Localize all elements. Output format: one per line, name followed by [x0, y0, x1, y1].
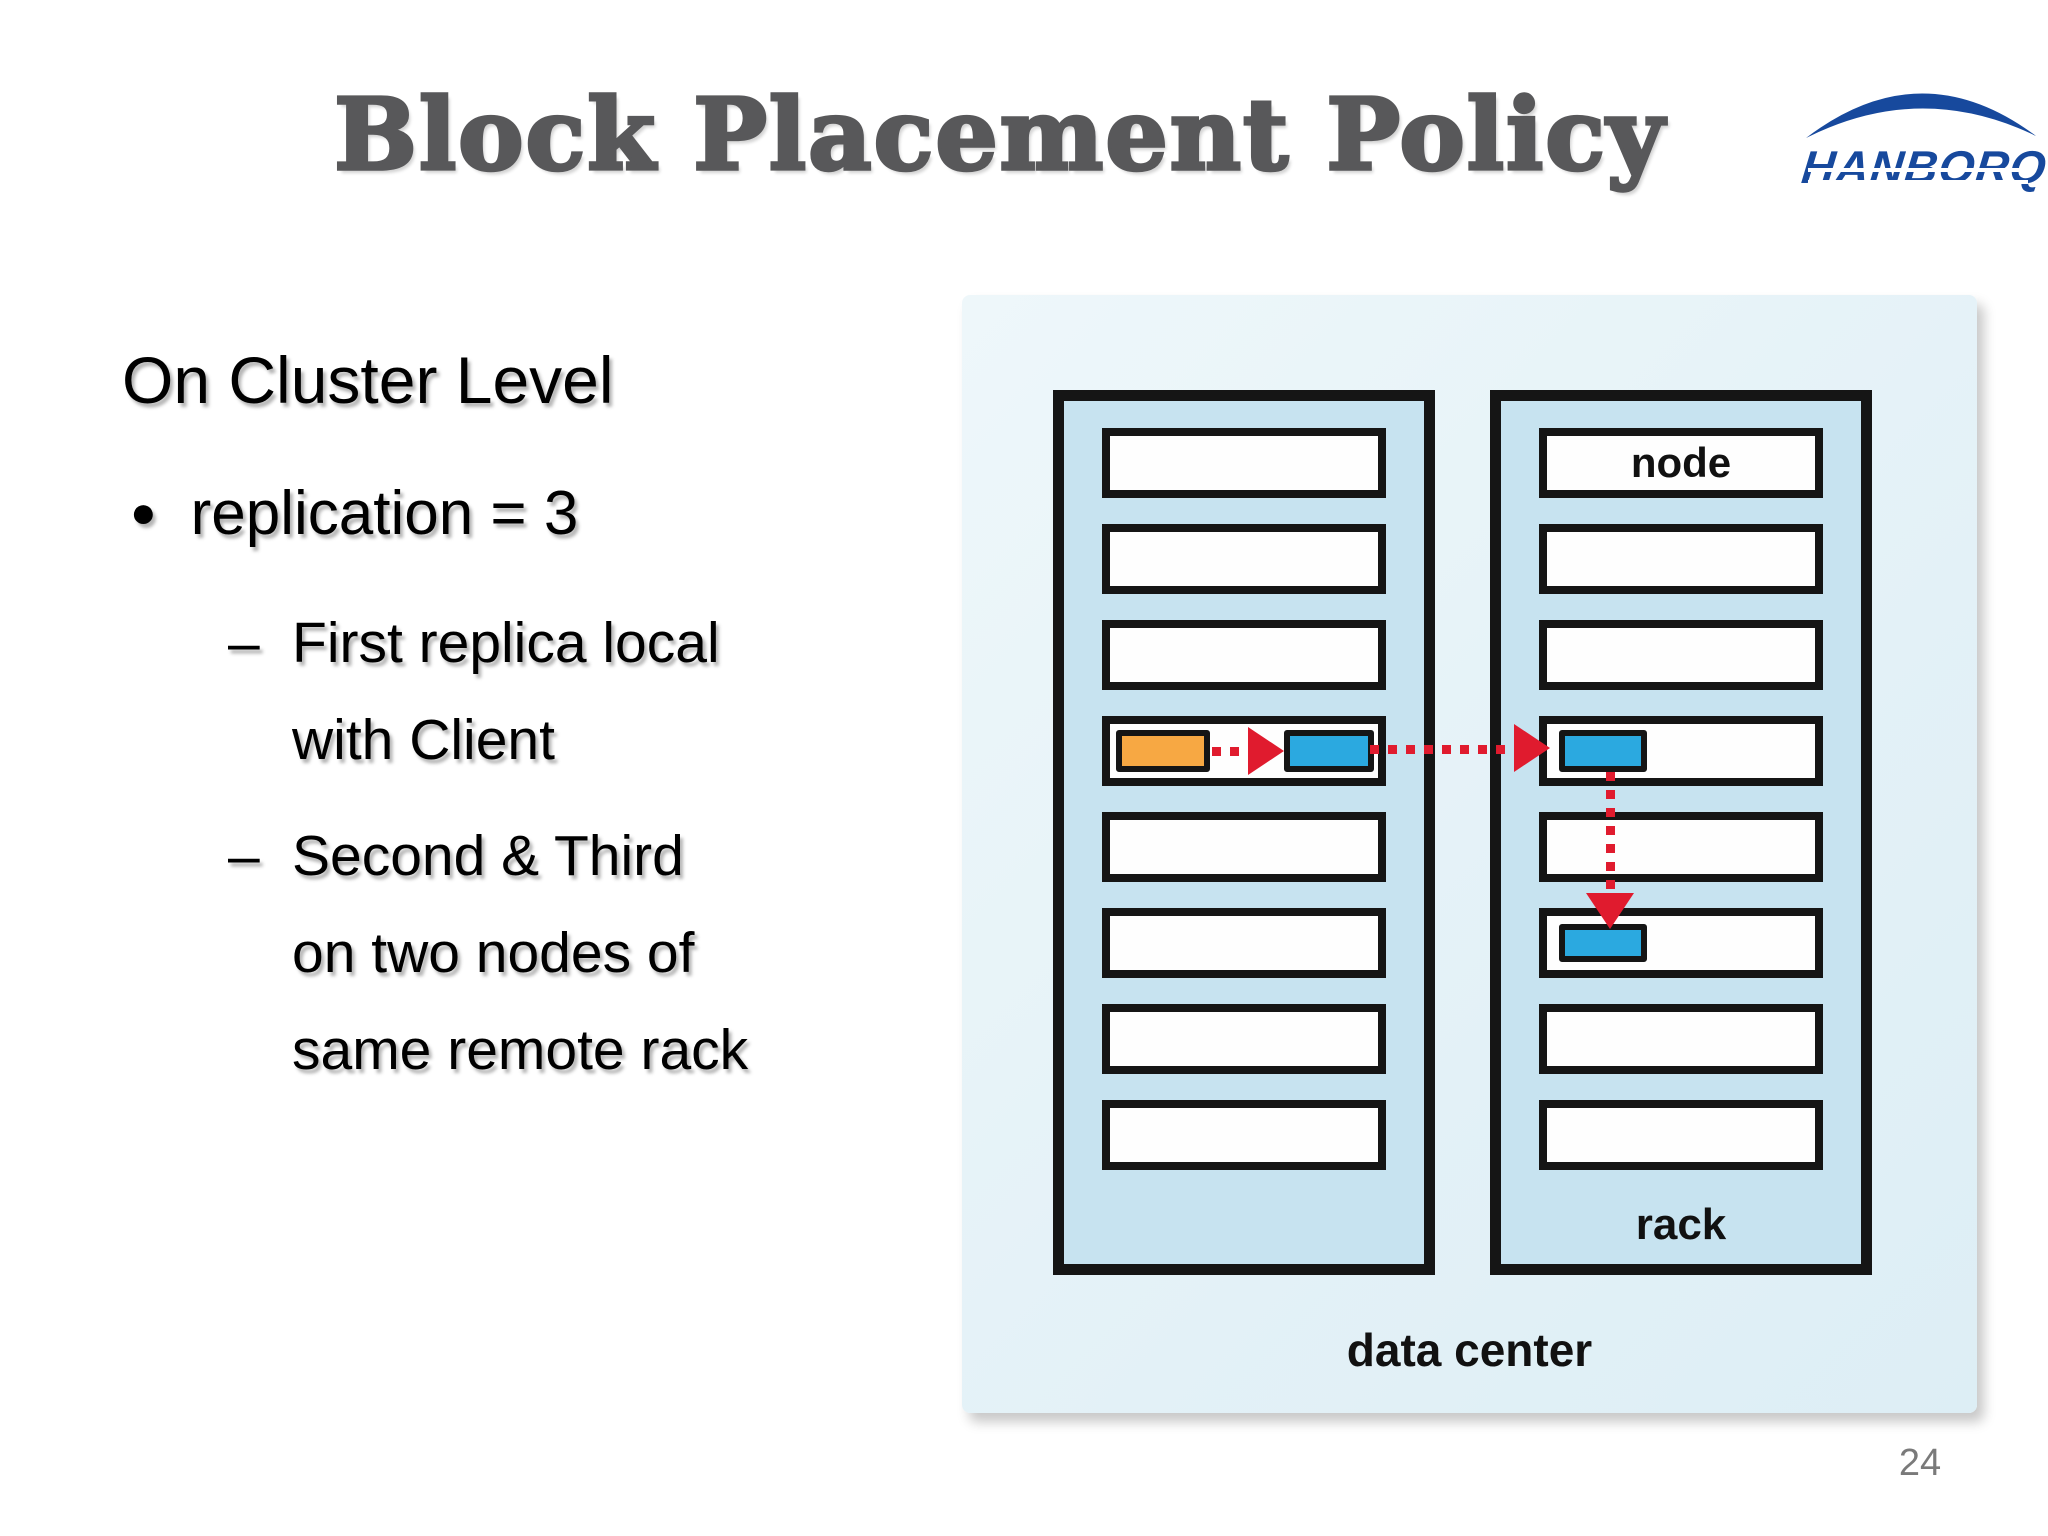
replication-arrow-3-head-icon — [1586, 893, 1634, 929]
node-label: node — [1630, 439, 1732, 486]
data-center-diagram: node rack data center — [962, 295, 1977, 1413]
logo-swoosh-icon — [1806, 93, 2036, 138]
node-slot — [1539, 812, 1823, 882]
sub-bullet-line: with Client — [292, 708, 555, 772]
replication-arrow-2-head-icon — [1514, 724, 1550, 772]
page-number: 24 — [1898, 1442, 1942, 1484]
sub-bullet-first-replica: –First replica local with Client — [228, 595, 720, 789]
data-center-label: data center — [1346, 1324, 1593, 1376]
hanborq-logo: HANBORQ — [1799, 66, 2048, 206]
client-block — [1116, 730, 1210, 772]
node-slot-third-replica — [1539, 908, 1823, 978]
node-slot — [1539, 620, 1823, 690]
rack-remote: node rack — [1490, 390, 1872, 1275]
rack-local — [1053, 390, 1435, 1275]
replication-arrow-3-line — [1606, 772, 1615, 897]
section-heading: On Cluster Level — [122, 343, 614, 417]
dash-marker: – — [228, 611, 260, 675]
first-replica-block — [1284, 730, 1374, 772]
sub-bullet-second-third: –Second & Third on two nodes of same rem… — [228, 808, 748, 1099]
replication-arrow-2-line — [1370, 745, 1516, 754]
node-slot — [1102, 620, 1386, 690]
logo-stripe — [1808, 180, 2028, 184]
node-slot-with-client — [1102, 716, 1386, 786]
node-slot — [1102, 1100, 1386, 1170]
sub-bullet-line: Second & Third — [292, 824, 684, 888]
replication-arrow-1-head-icon — [1248, 727, 1284, 775]
dash-marker: – — [228, 824, 260, 888]
sub-bullet-line: on two nodes of — [292, 921, 695, 985]
sub-bullet-line: same remote rack — [292, 1018, 749, 1082]
node-slot — [1539, 1004, 1823, 1074]
node-slot — [1102, 524, 1386, 594]
bullet-marker: ● — [130, 487, 157, 537]
node-slot — [1102, 1004, 1386, 1074]
logo-stripe — [1808, 168, 2028, 172]
rack-label: rack — [1635, 1200, 1727, 1249]
logo-wordmark: HANBORQ — [1799, 141, 2048, 193]
node-slot — [1102, 812, 1386, 882]
node-slot — [1539, 524, 1823, 594]
second-replica-block — [1559, 730, 1647, 772]
third-replica-block — [1559, 924, 1647, 962]
node-slot — [1539, 1100, 1823, 1170]
bullet-item: ● replication = 3 — [130, 478, 578, 549]
node-slot-labeled: node — [1539, 428, 1823, 498]
sub-bullet-line: First replica local — [292, 611, 720, 675]
slide-title: Block Placement Policy — [332, 76, 1666, 195]
node-slot — [1102, 908, 1386, 978]
node-slot-second-replica — [1539, 716, 1823, 786]
replication-arrow-1-line — [1212, 746, 1248, 756]
node-slot — [1102, 428, 1386, 498]
bullet-text: replication = 3 — [190, 479, 579, 548]
